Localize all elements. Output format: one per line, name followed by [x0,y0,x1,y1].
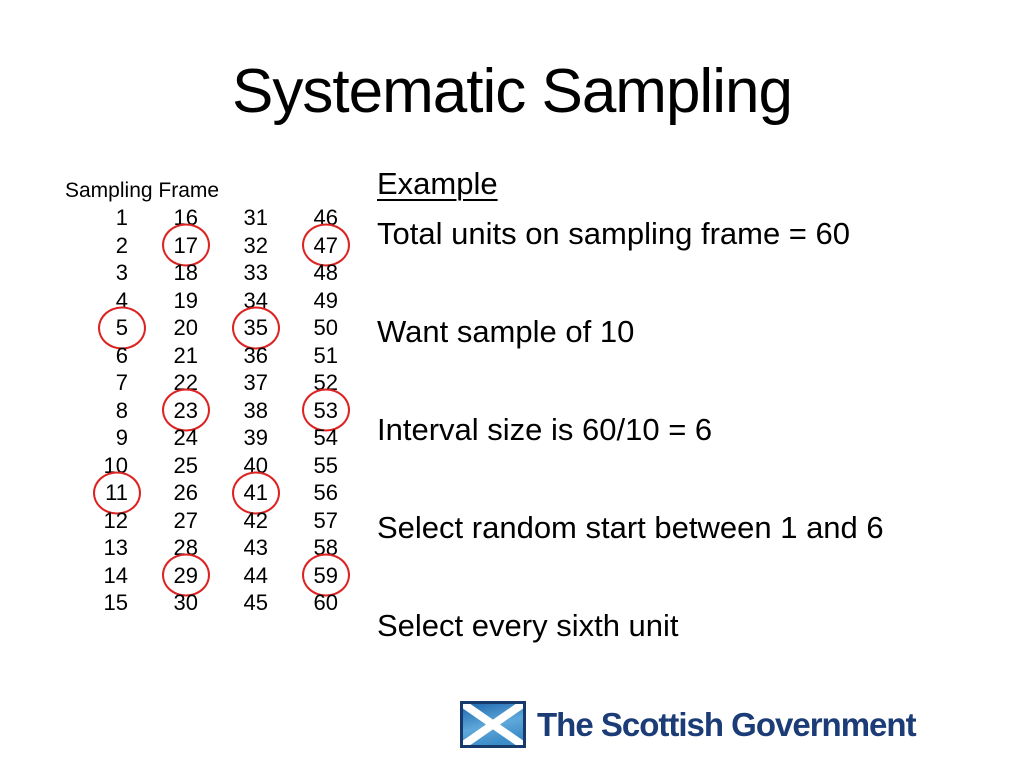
frame-number: 46 [313,205,338,230]
frame-number: 37 [243,370,268,395]
frame-number: 29 [128,553,210,597]
grid-row: 12 27 42 57 [58,507,338,535]
frame-number: 51 [313,342,338,368]
frame-number: 21 [173,342,198,368]
frame-number: 49 [313,287,338,313]
frame-number: 34 [243,287,268,313]
frame-number: 25 [173,452,198,478]
example-line: Total units on sampling frame = 60 [377,216,851,251]
grid-row: 4 19 34 49 [58,287,338,315]
frame-number: 26 [173,480,198,505]
frame-number: 3 [115,260,128,285]
frame-number: 17 [128,223,210,267]
logo-text: The Scottish Government [537,706,917,743]
frame-number: 27 [173,507,198,533]
frame-number: 22 [173,370,198,395]
frame-number: 36 [243,342,268,368]
frame-number: 15 [103,590,128,615]
frame-number: 33 [243,260,268,285]
frame-number: 54 [313,425,338,450]
example-line: Want sample of 10 [377,314,635,349]
frame-number: 57 [313,507,338,533]
frame-number: 8 [115,397,128,423]
frame-number: 48 [313,260,338,285]
frame-number: 16 [173,205,198,230]
frame-number: 20 [173,315,198,340]
frame-number: 44 [243,562,268,588]
grid-row: 10 25 40 55 [58,452,338,480]
frame-number: 19 [173,287,198,313]
frame-number: 4 [115,287,128,313]
frame-number: 23 [128,388,210,432]
frame-number: 41 [198,471,280,515]
frame-number: 2 [115,232,128,258]
frame-number: 39 [243,425,268,450]
frame-number: 52 [313,370,338,395]
frame-number: 14 [103,562,128,588]
example-line: Interval size is 60/10 = 6 [377,412,713,447]
frame-number: 1 [115,205,128,230]
grid-row: 3 18 33 48 [58,259,338,287]
grid-row: 1 16 31 46 [58,204,338,232]
frame-number: 38 [243,397,268,423]
frame-number: 56 [313,480,338,505]
frame-number: 40 [243,452,268,478]
frame-number: 53 [268,388,350,432]
scottish-government-logo: The Scottish Government [460,701,917,748]
frame-number: 28 [173,535,198,560]
frame-number: 35 [198,306,280,350]
frame-number: 9 [115,425,128,450]
example-heading: Example [377,166,498,201]
slide-title: Systematic Sampling [232,57,793,126]
frame-number: 58 [313,535,338,560]
frame-number: 24 [173,425,198,450]
frame-number: 11 [58,471,141,515]
frame-number: 55 [313,452,338,478]
frame-number: 43 [243,535,268,560]
frame-number: 7 [115,370,128,395]
frame-number: 60 [313,590,338,615]
grid-row: 9 24 39 54 [58,424,338,452]
example-line: Select random start between 1 and 6 [377,510,884,545]
grid-row: 6 21 36 51 [58,342,338,370]
frame-number: 18 [173,260,198,285]
grid-row: 7 22 37 52 [58,369,338,397]
frame-number: 6 [115,342,128,368]
frame-number: 5 [58,306,146,350]
grid-row: 15 30 45 60 [58,589,338,617]
frame-number: 12 [103,507,128,533]
frame-number: 13 [103,535,128,560]
frame-number: 32 [243,232,268,258]
sampling-frame-label: Sampling Frame [65,179,220,202]
frame-number: 50 [313,315,338,340]
grid-row: 13 28 43 58 [58,534,338,562]
frame-number: 47 [268,223,350,267]
frame-number: 59 [268,553,350,597]
frame-number: 45 [243,590,268,615]
frame-number: 42 [243,507,268,533]
frame-number: 31 [243,205,268,230]
example-line: Select every sixth unit [377,608,679,643]
frame-number: 30 [173,590,198,615]
saltire-flag-icon [460,701,526,748]
frame-number: 10 [103,452,128,478]
